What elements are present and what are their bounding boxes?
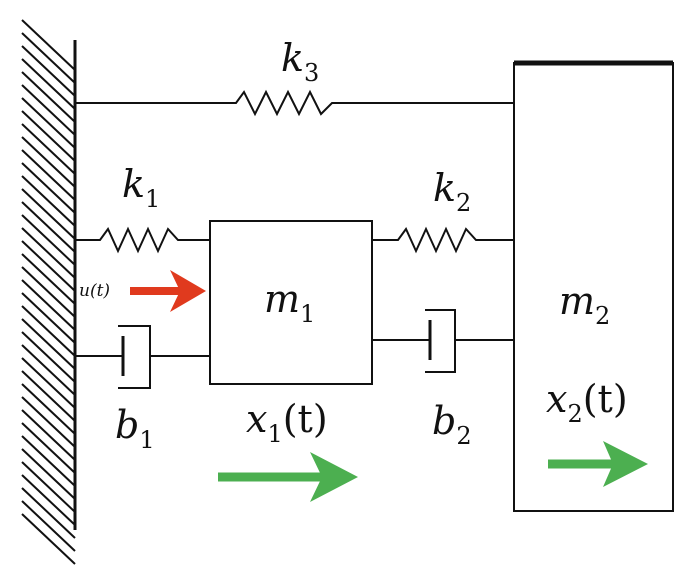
hatch-line	[21, 435, 76, 487]
damper-b2	[372, 309, 514, 373]
hatch-line	[21, 422, 76, 474]
hatch-line	[21, 19, 76, 71]
hatch-line	[21, 461, 76, 513]
hatch-line	[21, 292, 76, 344]
hatch-line	[21, 162, 76, 214]
hatch-line	[21, 71, 76, 123]
label-m1: m1	[264, 277, 315, 328]
hatch-line	[21, 266, 76, 318]
hatch-line	[21, 214, 76, 266]
hatch-line	[21, 357, 76, 409]
hatch-line	[21, 344, 76, 396]
label-k3: k3	[281, 36, 319, 87]
hatch-line	[21, 188, 76, 240]
label-x2: x2(t)	[546, 377, 628, 428]
mass-m1-block	[209, 220, 373, 385]
hatch-line	[21, 409, 76, 461]
hatch-line	[21, 370, 76, 422]
spring-k1	[75, 226, 210, 254]
spring-k2	[372, 226, 514, 254]
hatch-line	[21, 84, 76, 136]
hatch-line	[21, 58, 76, 110]
label-b1: b1	[115, 403, 155, 454]
hatch-line	[21, 201, 76, 253]
force-arrow-u	[130, 270, 206, 312]
hatch-line	[21, 383, 76, 435]
fixed-wall	[21, 19, 77, 565]
hatch-line	[21, 448, 76, 500]
hatch-line	[21, 305, 76, 357]
hatch-line	[21, 513, 76, 565]
hatch-line	[21, 500, 76, 552]
label-m2: m2	[559, 279, 610, 330]
hatch-line	[21, 318, 76, 370]
hatch-line	[21, 136, 76, 188]
displacement-arrow-x2	[548, 441, 648, 487]
hatch-line	[21, 396, 76, 448]
hatch-line	[21, 331, 76, 383]
hatch-line	[21, 45, 76, 97]
label-k2: k2	[433, 166, 471, 217]
mass-m2-block	[513, 62, 674, 512]
hatch-line	[21, 487, 76, 539]
hatch-line	[21, 123, 76, 175]
hatch-line	[21, 240, 76, 292]
hatch-line	[21, 149, 76, 201]
label-u: u(t)	[79, 281, 110, 301]
hatch-line	[21, 175, 76, 227]
damper-b1	[75, 325, 210, 389]
hatch-line	[21, 110, 76, 162]
label-b2: b2	[432, 399, 472, 450]
spring-k3	[75, 89, 514, 117]
label-k1: k1	[122, 162, 160, 213]
wall-hatching	[21, 19, 76, 565]
hatch-line	[21, 227, 76, 279]
hatch-line	[21, 253, 76, 305]
hatch-line	[21, 97, 76, 149]
hatch-line	[21, 279, 76, 331]
displacement-arrow-x1	[218, 452, 358, 502]
label-x1: x1(t)	[246, 397, 328, 448]
hatch-line	[21, 32, 76, 84]
hatch-line	[21, 474, 76, 526]
